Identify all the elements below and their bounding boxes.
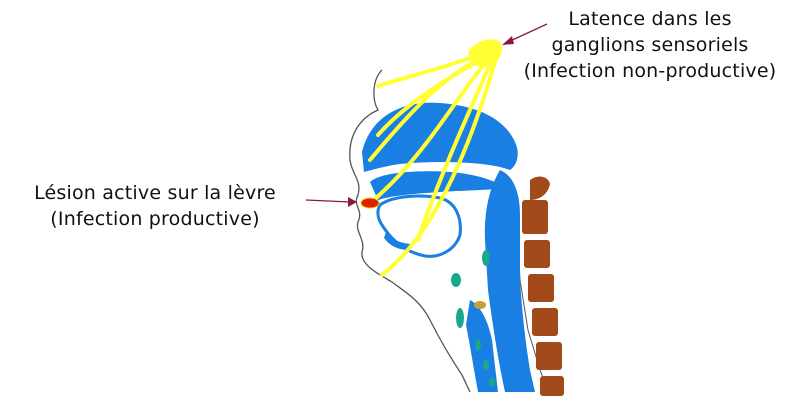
vertebra-6 — [536, 342, 562, 370]
teal-structure-4 — [475, 339, 481, 351]
teal-structure-7 — [474, 301, 486, 309]
vertebra-4 — [528, 274, 554, 302]
arrow-to-lesion — [306, 197, 357, 207]
latency-label-line2: ganglions sensoriels — [509, 32, 791, 58]
vertebra-1 — [530, 177, 550, 200]
lip-lesion — [361, 198, 379, 208]
lesion-label-line2: (Infection productive) — [4, 206, 306, 232]
lesion-label-line1: Lésion active sur la lèvre — [4, 180, 306, 206]
lesion-label: Lésion active sur la lèvre (Infection pr… — [4, 180, 306, 232]
teal-structure-5 — [483, 360, 489, 370]
nasal-cavity — [362, 103, 518, 172]
vertebra-5 — [532, 308, 558, 336]
teal-structure-1 — [451, 273, 461, 287]
latency-label-line1: Latence dans les — [509, 6, 791, 32]
vertebra-2 — [522, 200, 548, 234]
teal-structure-3 — [456, 308, 464, 328]
latency-label-line3: (Infection non-productive) — [509, 58, 791, 84]
teal-structure-6 — [489, 377, 495, 387]
tongue-shape — [378, 196, 460, 256]
teal-structure-2 — [482, 250, 490, 266]
latency-label: Latence dans les ganglions sensoriels (I… — [509, 6, 791, 84]
vertebra-3 — [524, 240, 550, 268]
vertebra-7 — [540, 376, 564, 396]
